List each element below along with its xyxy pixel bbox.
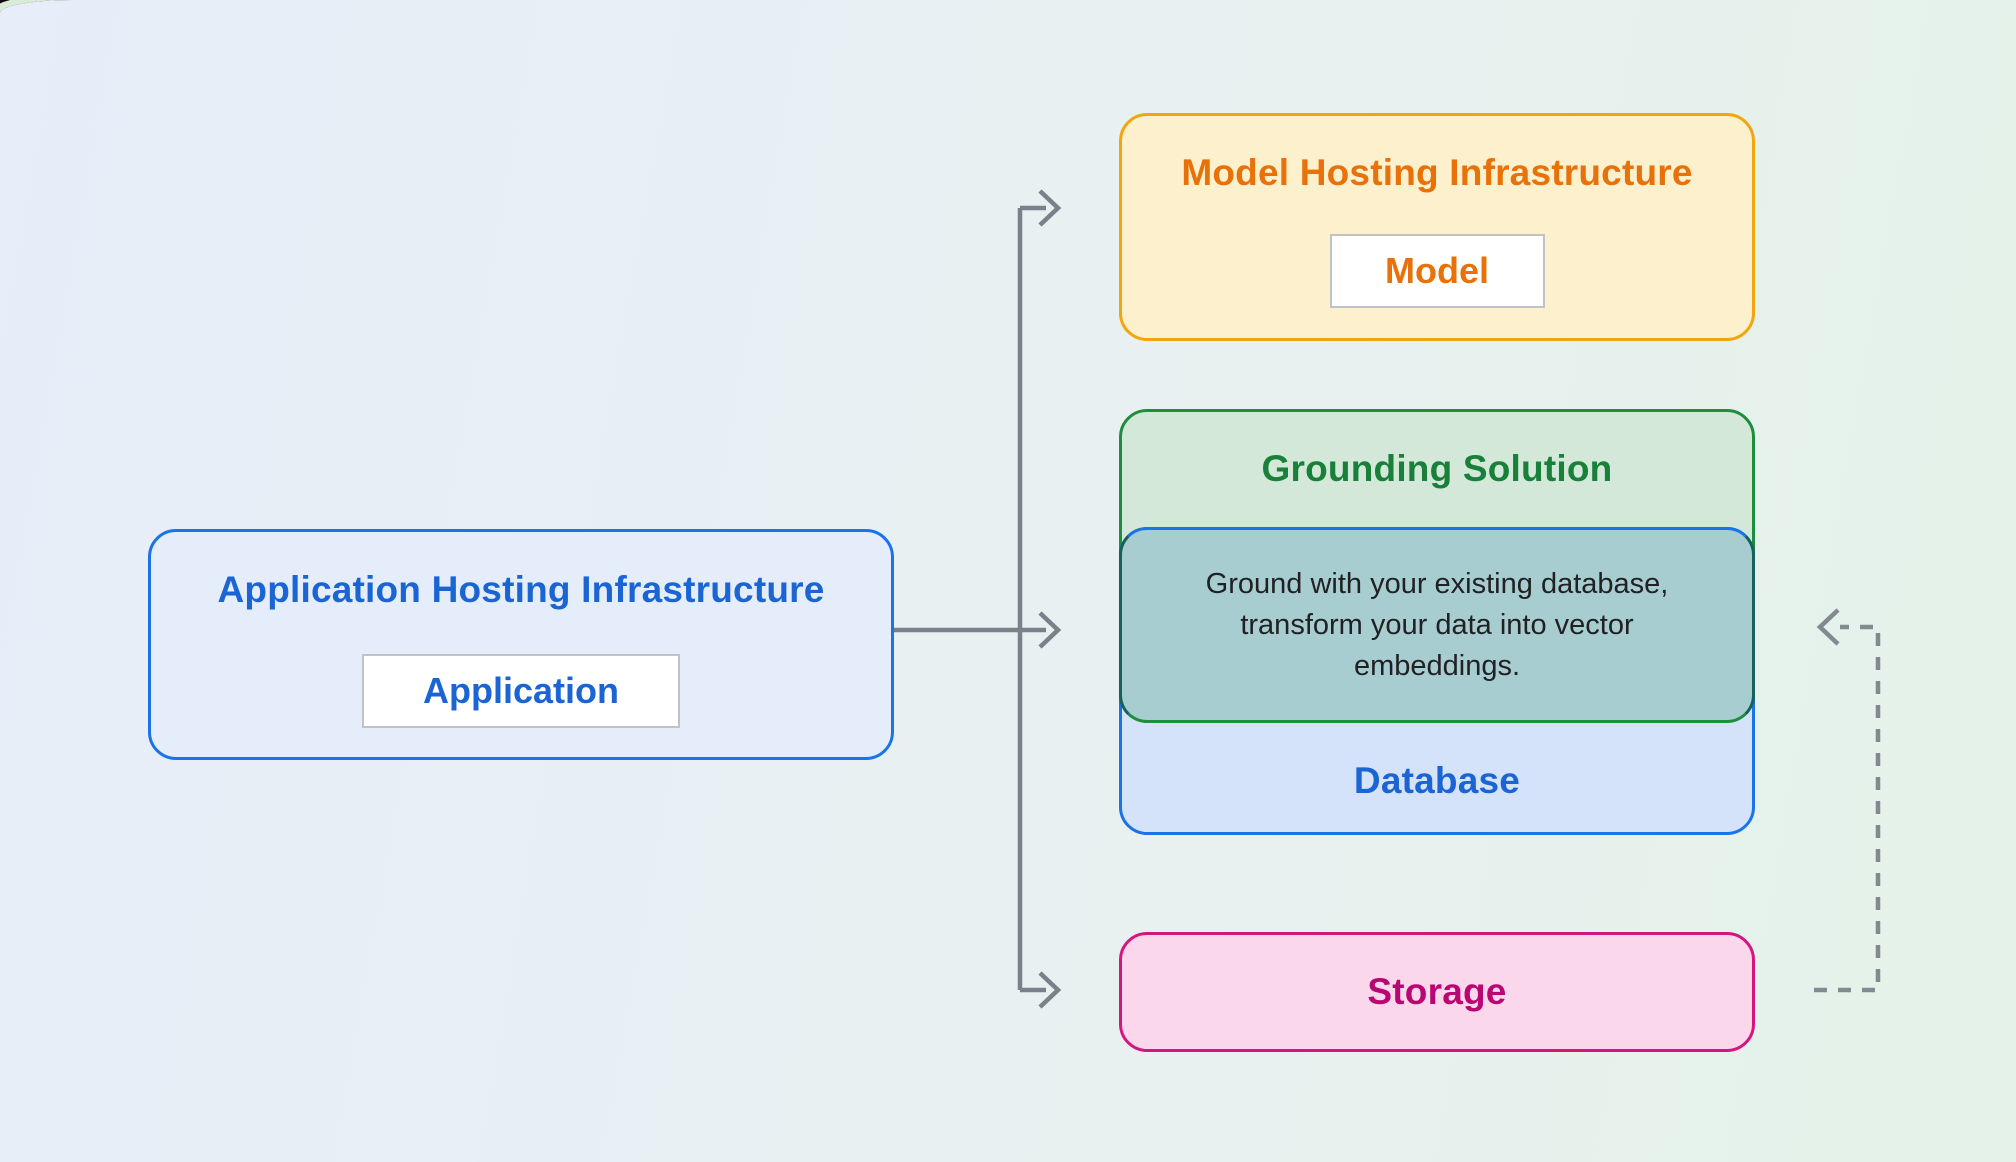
model-chip: Model <box>1329 234 1545 308</box>
storage-label: Storage <box>1367 971 1507 1012</box>
model-chip-label: Model <box>1385 250 1489 291</box>
storage-to-grounding-dashed-line <box>1814 624 1881 993</box>
grounding-description: Ground with your existing database, tran… <box>1205 567 1669 682</box>
arrow-right-icon <box>1038 189 1062 227</box>
grounding-solution-title: Grounding Solution <box>1261 448 1613 489</box>
arrow-right-icon <box>1038 971 1062 1009</box>
application-hosting-title: Application Hosting Infrastructure <box>217 569 825 610</box>
solid-connector-lines <box>894 189 1062 1009</box>
database-label: Database <box>1353 760 1521 801</box>
storage-box: Storage <box>1119 932 1755 1052</box>
grounding-database-overlap: Ground with your existing database, tran… <box>1119 527 1755 723</box>
model-hosting-title: Model Hosting Infrastructure <box>1181 152 1693 193</box>
application-hosting-box: Application Hosting Infrastructure Appli… <box>148 529 894 760</box>
application-chip-label: Application <box>423 670 619 711</box>
dashed-connector-lines <box>1814 608 1881 993</box>
model-hosting-box: Model Hosting Infrastructure Model <box>1119 113 1755 341</box>
application-chip: Application <box>362 654 680 728</box>
arrow-right-icon <box>1038 611 1062 649</box>
arrow-left-icon <box>1816 608 1840 646</box>
